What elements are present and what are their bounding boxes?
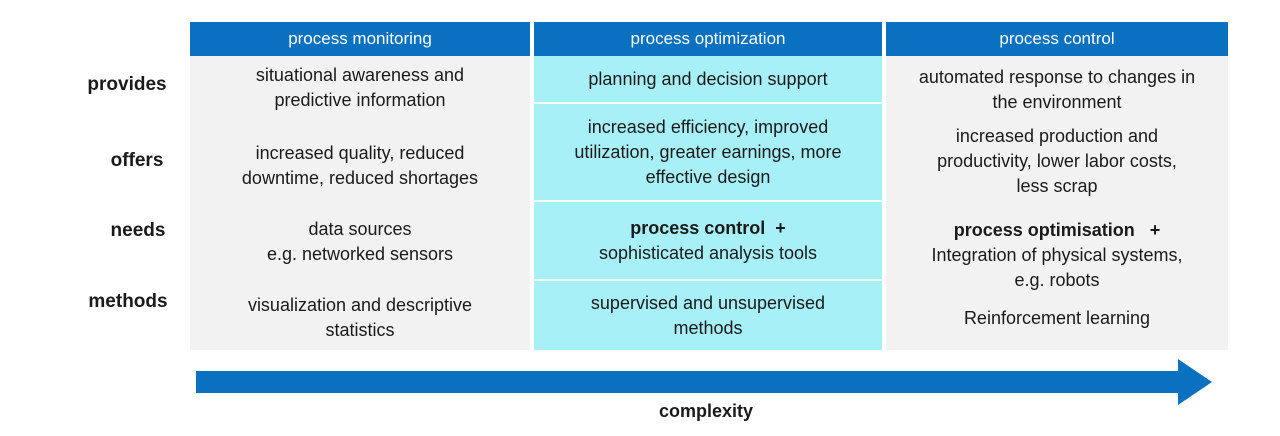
control-column <box>886 56 1228 350</box>
text-line: less scrap <box>1016 175 1098 196</box>
optimization-needs-bg <box>534 202 882 279</box>
header-process-control: process control <box>886 22 1228 56</box>
optimization-offers: increased efficiency, improved utilizatio… <box>534 104 882 200</box>
text-line: Reinforcement learning <box>963 307 1151 328</box>
text-line: sophisticated analysis tools <box>598 242 818 263</box>
text-line: data sources <box>308 219 412 239</box>
text-line: increased production and <box>955 125 1159 146</box>
text-line: productivity, lower labor costs, <box>937 150 1177 171</box>
text-line: situational awareness and <box>255 65 465 85</box>
header-label: process monitoring <box>288 29 432 48</box>
control-needs: process optimisation + Integration of phy… <box>886 216 1228 294</box>
complexity-arrow-icon <box>196 359 1212 405</box>
text-line: e.g. robots <box>1014 269 1100 290</box>
optimization-needs: process control + sophisticated analysis … <box>534 202 882 279</box>
row-label-provides: provides <box>87 74 167 95</box>
text-line-bold: process optimisation + <box>953 219 1161 240</box>
text-line: downtime, reduced shortages <box>241 168 479 188</box>
text-line: methods <box>673 317 743 338</box>
text-line: utilization, greater earnings, more <box>574 141 842 162</box>
control-methods: Reinforcement learning <box>886 304 1228 332</box>
text-line: supervised and unsupervised <box>590 292 826 313</box>
text-line: the environment <box>992 92 1122 112</box>
optimization-offers-bg <box>534 104 882 200</box>
monitoring-offers: increased quality, reduced downtime, redu… <box>190 140 530 192</box>
text-line: Integration of physical systems, <box>931 244 1183 265</box>
header-label: process optimization <box>630 29 786 48</box>
text-line-bold: process control + <box>630 217 786 238</box>
monitoring-needs: data sources e.g. networked sensors <box>190 216 530 268</box>
monitoring-provides: situational awareness and predictive info… <box>190 62 530 114</box>
header-label: process control <box>999 29 1115 48</box>
text-line: statistics <box>325 320 395 340</box>
header-process-monitoring: process monitoring <box>190 22 530 56</box>
control-offers: increased production and productivity, lo… <box>886 122 1228 200</box>
complexity-label: complexity <box>658 401 754 421</box>
header-process-optimization: process optimization <box>534 22 882 56</box>
text-line: increased efficiency, improved <box>587 116 829 137</box>
control-provides: automated response to changes in the envi… <box>886 64 1228 116</box>
monitoring-methods: visualization and descriptive statistics <box>190 292 530 344</box>
monitoring-column <box>190 56 530 350</box>
row-label-needs: needs <box>110 220 166 241</box>
text-line: planning and decision support <box>588 68 828 89</box>
row-label-methods: methods <box>88 291 168 312</box>
optimization-provides: planning and decision support <box>534 56 882 102</box>
optimization-methods: supervised and unsupervised methods <box>534 281 882 350</box>
text-line: e.g. networked sensors <box>266 244 454 264</box>
text-line: effective design <box>645 166 771 187</box>
text-line: increased quality, reduced <box>255 143 465 163</box>
optimization-provides-bg <box>534 56 882 102</box>
optimization-methods-bg <box>534 281 882 350</box>
text-line: visualization and descriptive <box>247 295 473 315</box>
row-label-offers: offers <box>110 150 164 171</box>
text-line: predictive information <box>274 90 446 110</box>
text-line: automated response to changes in <box>918 67 1196 87</box>
